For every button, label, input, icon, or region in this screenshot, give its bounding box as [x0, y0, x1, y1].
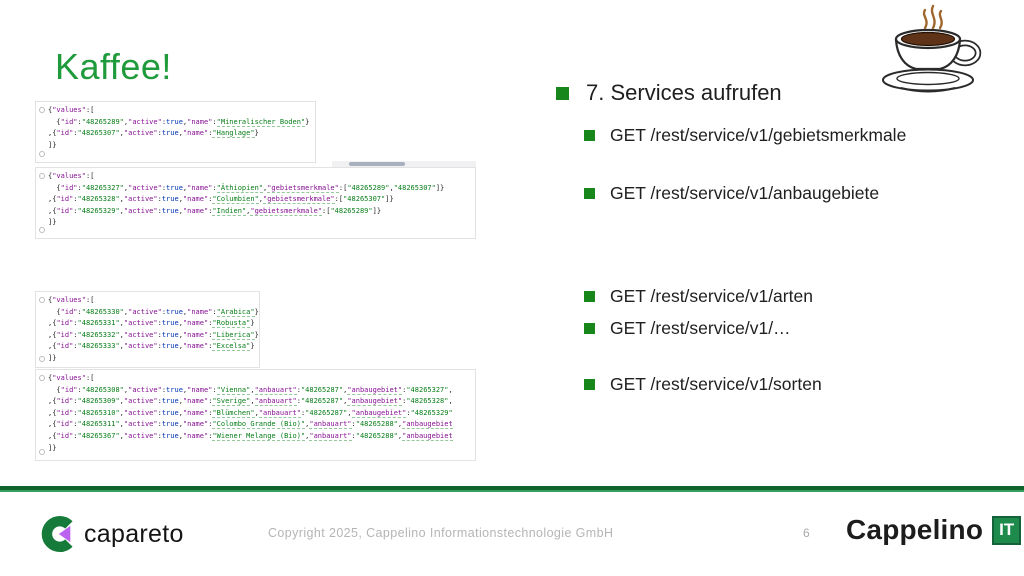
- bullet-item-label: GET /rest/service/v1/anbaugebiete: [610, 183, 880, 203]
- footer-divider-line: [0, 486, 1024, 492]
- scrollbar-thumb[interactable]: [349, 162, 405, 166]
- coffee-cup-illustration: [882, 4, 982, 93]
- bullet-header-label: 7. Services aufrufen: [586, 80, 782, 105]
- bullet-item-ellipsis: GET /rest/service/v1/…: [584, 318, 791, 339]
- capareto-logo-icon: [41, 516, 73, 552]
- bullet-item-sorten: GET /rest/service/v1/sorten: [584, 374, 822, 395]
- bullet-header-row: 7. Services aufrufen: [556, 80, 782, 106]
- bullet-square-icon: [584, 323, 595, 334]
- cappelino-it-logo: Cappelino IT: [846, 514, 1022, 546]
- code-snippet-arten-response: {"values":[ {"id":"48265330","active":tr…: [35, 291, 260, 368]
- bullet-item-label: GET /rest/service/v1/sorten: [610, 374, 822, 394]
- bullet-item-anbaugebiete: GET /rest/service/v1/anbaugebiete: [584, 183, 879, 204]
- code-snippet-anbaugebiete-response: {"values":[ {"id":"48265327","active":tr…: [35, 167, 476, 239]
- bullet-square-icon: [584, 291, 595, 302]
- capareto-logo-text: capareto: [84, 519, 184, 548]
- horizontal-scrollbar[interactable]: [332, 161, 476, 167]
- bullet-square-icon: [584, 188, 595, 199]
- slide-title: Kaffee!: [55, 46, 172, 87]
- bullet-item-label: GET /rest/service/v1/arten: [610, 286, 813, 306]
- bullet-square-icon: [584, 379, 595, 390]
- steam-icon: [922, 4, 943, 30]
- bullet-item-gebietsmerkmale: GET /rest/service/v1/gebietsmerkmale: [584, 125, 906, 146]
- bullet-item-label: GET /rest/service/v1/gebietsmerkmale: [610, 125, 907, 145]
- code-snippet-sorten-response: {"values":[ {"id":"48265308","active":tr…: [35, 369, 476, 461]
- bullet-square-icon: [556, 86, 569, 100]
- bullet-item-arten: GET /rest/service/v1/arten: [584, 286, 813, 307]
- code-snippet-gebietsmerkmale-response: {"values":[ {"id":"48265289","active":tr…: [35, 101, 316, 163]
- cappelino-logo-text: Cappelino: [846, 514, 984, 545]
- page-number: 6: [803, 526, 810, 540]
- bullet-square-icon: [584, 130, 595, 141]
- capareto-logo: capareto: [38, 515, 184, 553]
- copyright-text: Copyright 2025, Cappelino Informationste…: [268, 526, 614, 540]
- cappelino-it-badge: IT: [992, 515, 1022, 545]
- bullet-item-label: GET /rest/service/v1/…: [610, 318, 791, 338]
